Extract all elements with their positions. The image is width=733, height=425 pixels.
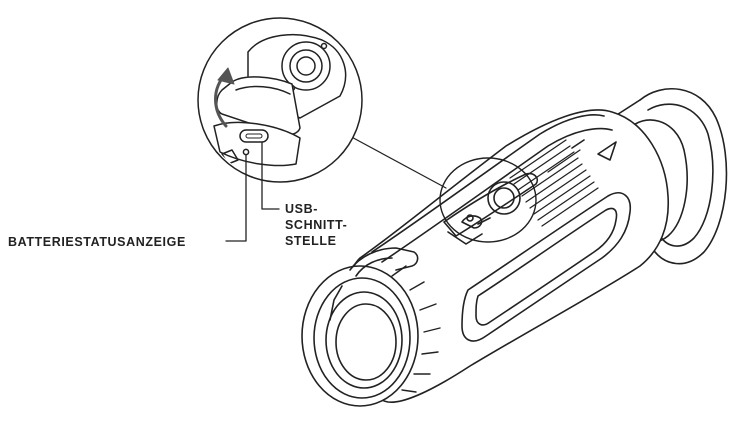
battery-status-label: BATTERIESTATUSANZEIGE	[8, 235, 186, 249]
detail-inset	[197, 17, 363, 183]
usb-c-port	[239, 129, 269, 143]
lens-cap-hinge	[349, 247, 419, 271]
leader-lines	[225, 141, 280, 242]
usb-label-line-3: STELLE	[285, 234, 337, 248]
thermal-monocular	[301, 88, 728, 407]
lens-housing	[301, 265, 441, 407]
side-grip	[461, 192, 632, 342]
cooling-ribs	[509, 139, 599, 227]
callout-connector	[345, 133, 447, 189]
detail-callout-target	[439, 157, 537, 243]
usb-label-line-2: SCHNITT-	[285, 218, 348, 232]
usb-label-line-1: USB-	[285, 202, 318, 216]
control-panel	[443, 172, 539, 245]
usb-interface-label: USB- SCHNITT- STELLE	[285, 201, 347, 249]
